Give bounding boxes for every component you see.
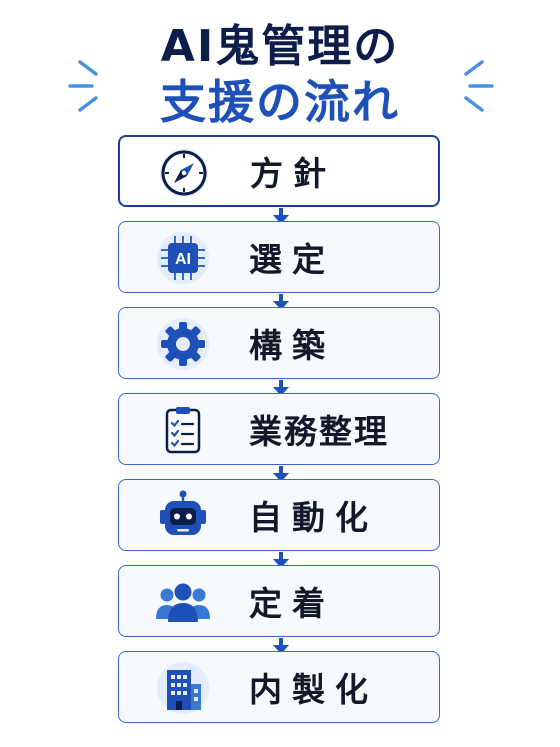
down-arrow-icon (273, 466, 289, 482)
page-title-line1: AI鬼管理の (160, 21, 400, 72)
step-label-5: 自動化 (249, 498, 378, 537)
highlight-rays-right-icon (464, 60, 494, 112)
step-label-6: 定着 (249, 584, 335, 623)
highlight-rays-left-icon (68, 60, 98, 112)
step-label-4: 業務整理 (249, 412, 389, 451)
office-building-icon (157, 662, 209, 714)
step-box-2: AI 選定 (118, 221, 440, 293)
page-title-line2: 支援の流れ (160, 75, 400, 129)
down-arrow-icon (273, 638, 289, 654)
step-label-1: 方針 (250, 154, 336, 193)
step-box-5: 自動化 (118, 479, 440, 551)
step-box-4: 業務整理 (118, 393, 440, 465)
step-label-3: 構築 (249, 326, 335, 365)
gear-icon (157, 318, 209, 370)
step-label-2: 選定 (249, 240, 335, 279)
robot-icon (160, 490, 206, 535)
people-group-icon (156, 583, 210, 622)
down-arrow-icon (273, 552, 289, 568)
ai-chip-icon: AI (157, 232, 209, 284)
step-label-7: 内製化 (249, 670, 378, 709)
step-box-6: 定着 (118, 565, 440, 637)
compass-icon (160, 149, 208, 197)
svg-text:AI: AI (175, 251, 191, 268)
down-arrow-icon (273, 380, 289, 396)
down-arrow-icon (273, 208, 289, 224)
step-box-7: 内製化 (118, 651, 440, 723)
step-box-3: 構築 (118, 307, 440, 379)
down-arrow-icon (273, 294, 289, 310)
clipboard-checklist-icon (165, 407, 201, 454)
step-box-1: 方針 (118, 135, 440, 207)
